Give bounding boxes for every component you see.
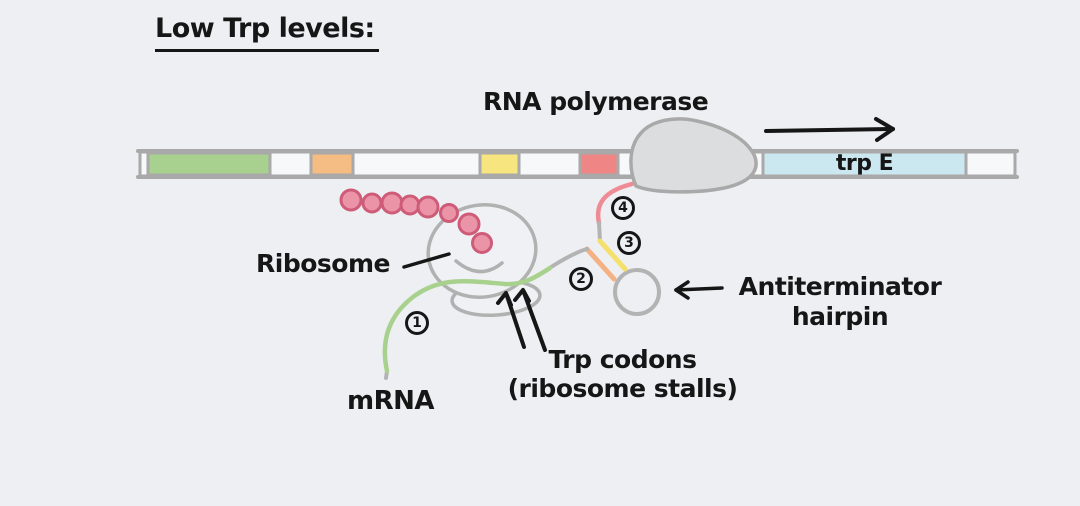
ribosome-label: Ribosome: [256, 249, 390, 278]
dna-segment-orange: [309, 151, 355, 177]
region-3-segment: [597, 238, 628, 272]
rna-polymerase-label: RNA polymerase: [483, 87, 709, 116]
antiterminator-label: Antiterminator hairpin: [724, 272, 956, 332]
trp-codons-label-line1: Trp codons: [548, 345, 697, 374]
ribosome-pointer-line: [402, 252, 451, 269]
page-title: Low Trp levels:: [155, 13, 379, 52]
region-1-marker: 1: [405, 311, 429, 335]
mrna-green-segment: [382, 265, 553, 374]
antiterminator-label-line2: hairpin: [791, 302, 889, 331]
antiterminator-label-line1: Antiterminator: [738, 272, 942, 301]
antiterminator-hairpin: [546, 238, 661, 316]
dna-segment-yellow: [478, 151, 521, 177]
mrna-ribosome-to-hairpin: [546, 247, 589, 271]
polypeptide-chain: [339, 188, 493, 254]
mrna-linker-3-4: [597, 221, 602, 243]
antiterminator-hairpin-loop: [613, 268, 661, 316]
trpE-gene-label: trp E: [835, 151, 894, 176]
ribosome-exit-tunnel-arc: [454, 259, 504, 274]
trp-codons-label: Trp codons (ribosome stalls): [490, 345, 755, 403]
trp-codon-arrows: [496, 288, 547, 352]
region-4-segment: [595, 181, 635, 226]
dna-segment-green: [146, 151, 272, 177]
dna-strand: [136, 149, 1019, 179]
dna-segment-trpE: [761, 150, 968, 178]
region-4-marker: 4: [611, 196, 635, 220]
rna-polymerase-blob: [629, 117, 758, 194]
dna-segment-red: [578, 151, 620, 177]
region-3-marker: 3: [617, 231, 641, 255]
antiterminator-pointer-arrow: [674, 280, 724, 300]
region-2-marker: 2: [569, 267, 593, 291]
region-2-segment: [584, 246, 617, 282]
mrna-label: mRNA: [347, 386, 435, 416]
trp-codons-label-line2: (ribosome stalls): [507, 374, 738, 403]
mrna-strand: [382, 265, 553, 380]
transcription-direction-arrow: [764, 117, 895, 142]
